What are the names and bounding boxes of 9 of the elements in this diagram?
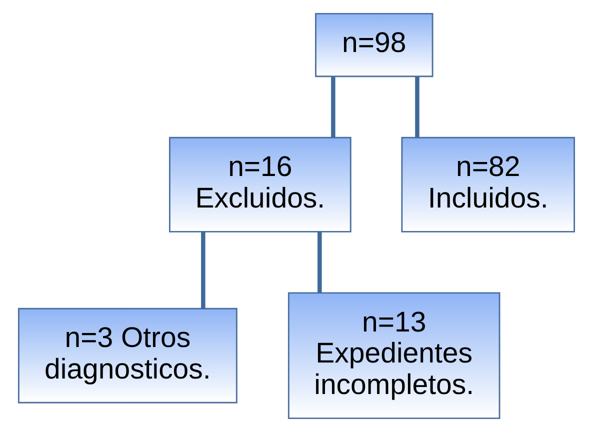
node-box: n=3 Otros diagnosticos. <box>18 308 238 404</box>
connector <box>201 232 206 309</box>
node-box: n=98 <box>315 13 434 78</box>
node-box: n=82 Incluidos. <box>401 136 576 232</box>
connector <box>318 232 322 293</box>
node-box: n=16 Excluidos. <box>169 136 352 232</box>
connector <box>415 76 420 138</box>
node-box: n=13 Expedientes incompletos. <box>288 292 500 419</box>
connector <box>331 76 336 138</box>
